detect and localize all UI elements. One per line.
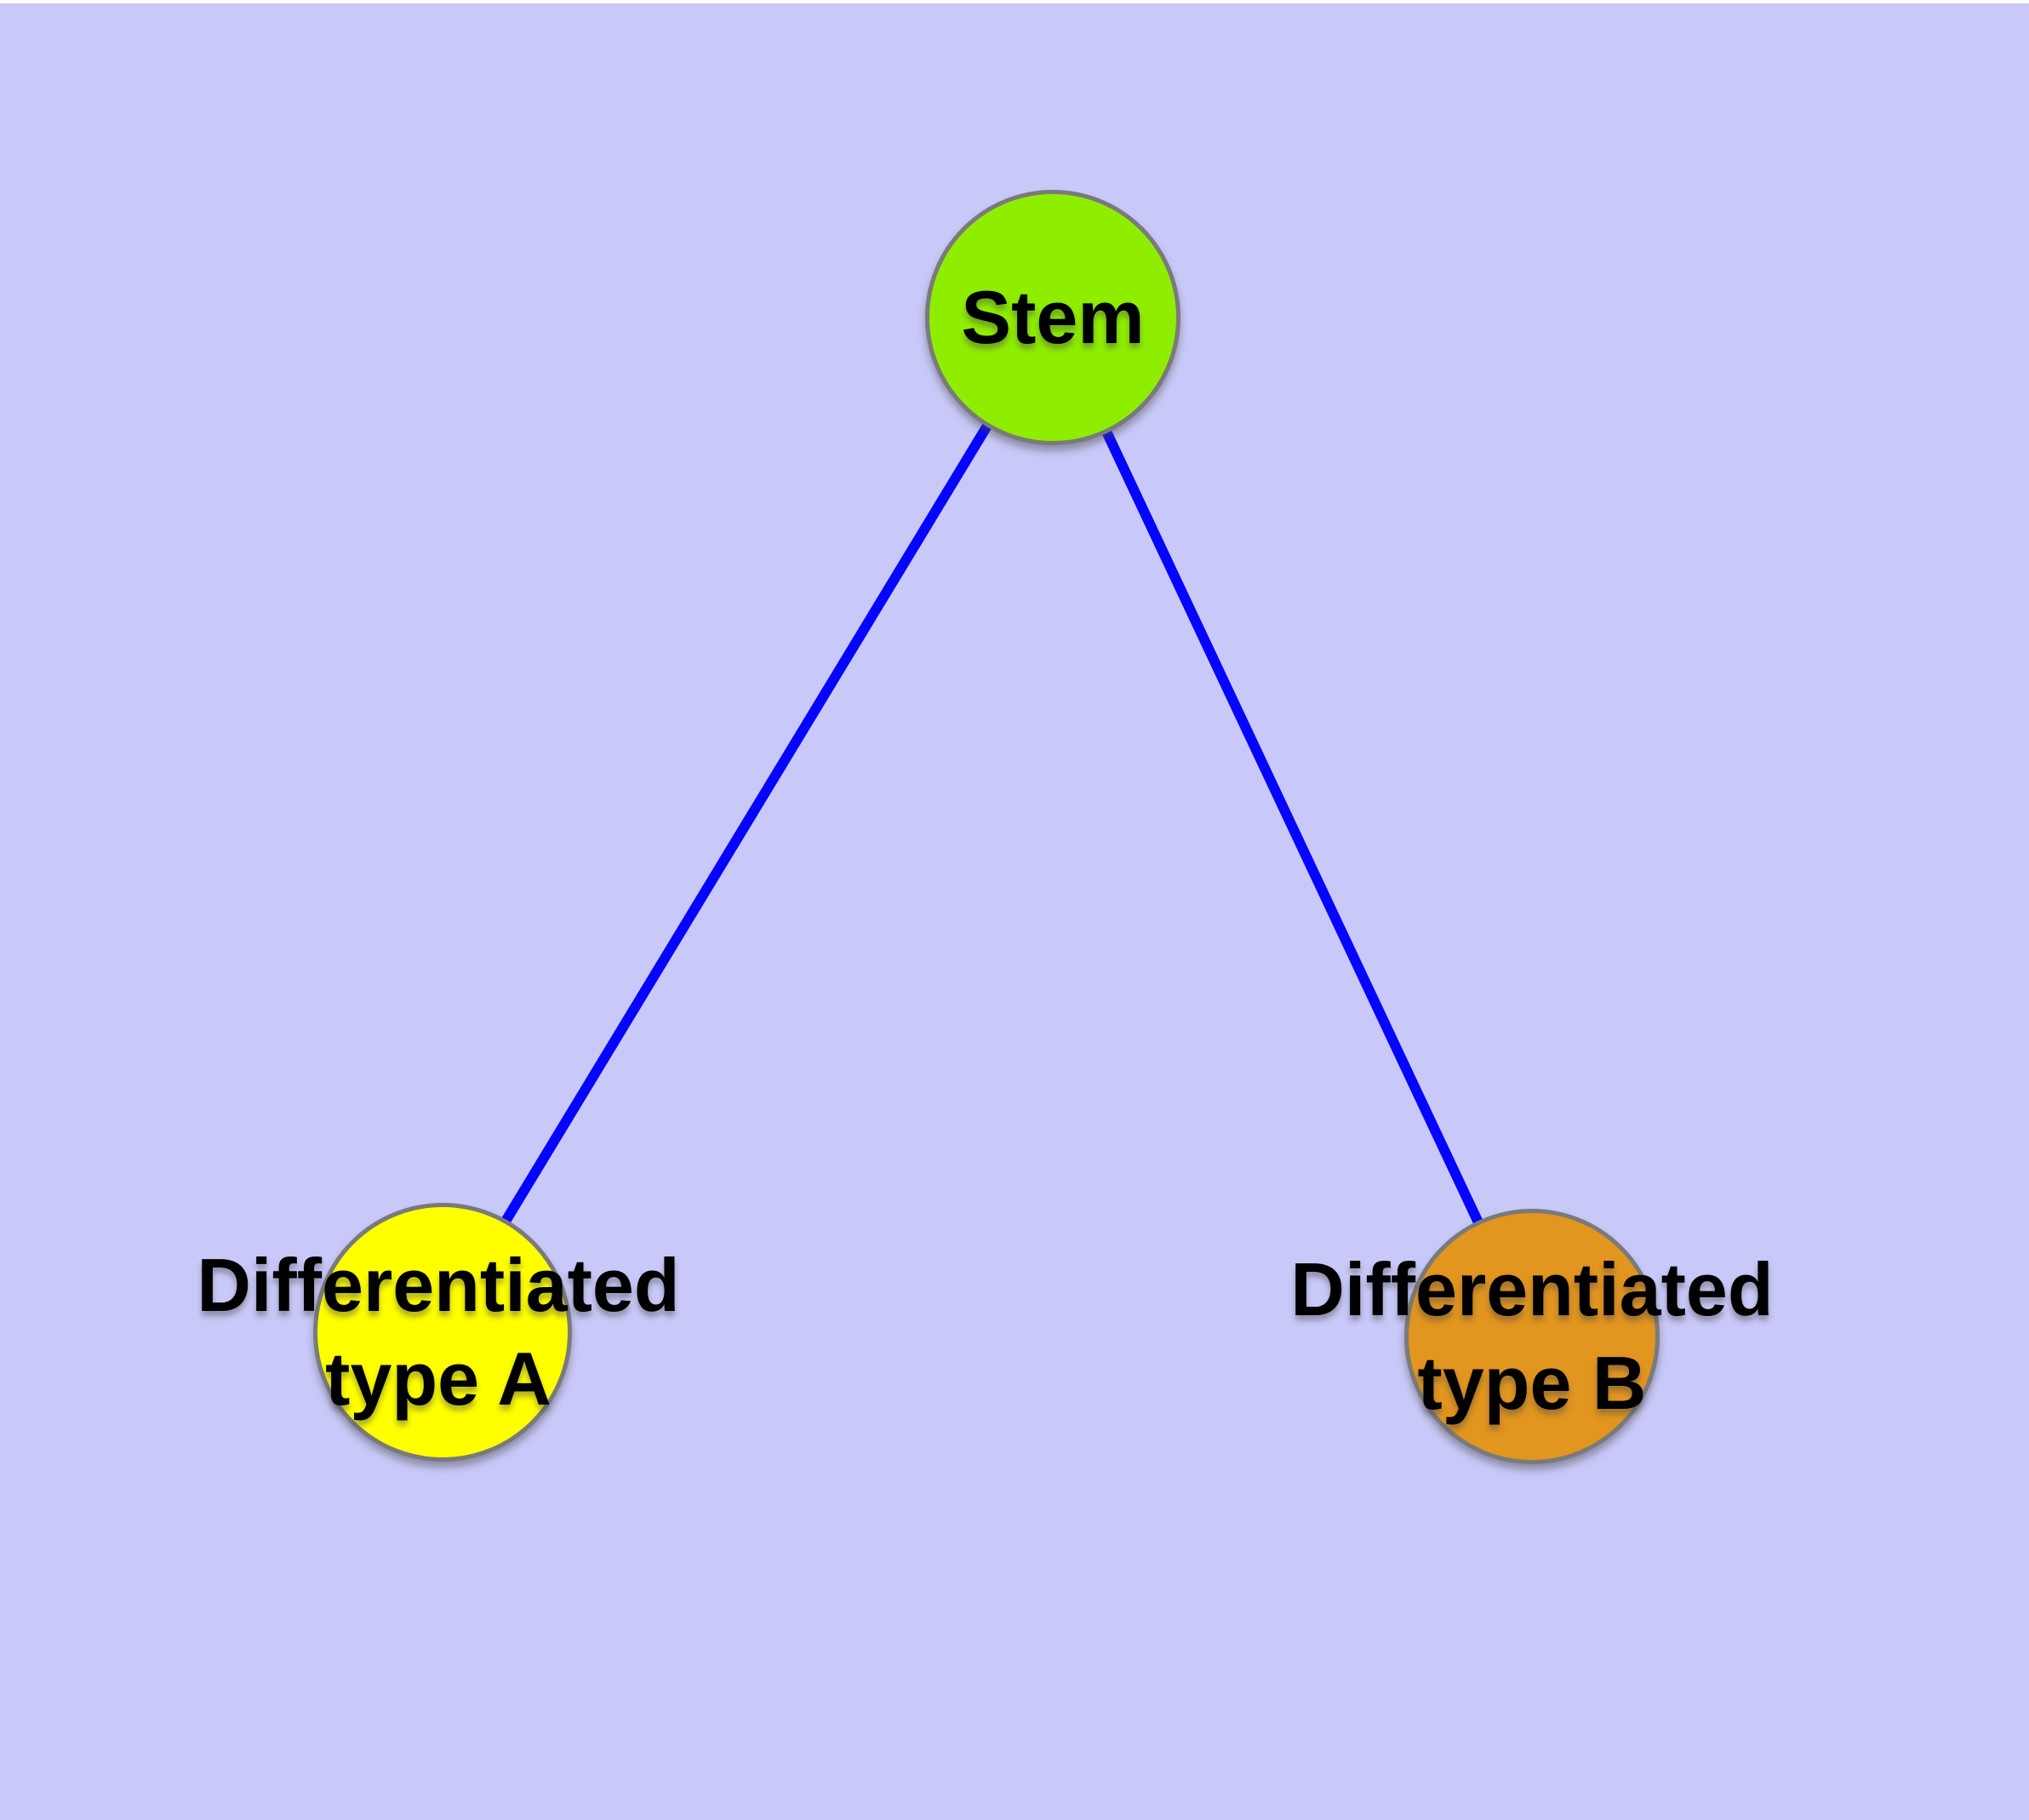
edge-stem-to-type-a bbox=[433, 314, 1058, 1336]
node-differentiated-type-b bbox=[1404, 1209, 1660, 1464]
top-margin-strip bbox=[0, 0, 2029, 3]
edge-stem-to-type-b bbox=[1048, 315, 1537, 1339]
node-stem bbox=[925, 190, 1180, 445]
node-differentiated-type-a bbox=[313, 1203, 572, 1462]
